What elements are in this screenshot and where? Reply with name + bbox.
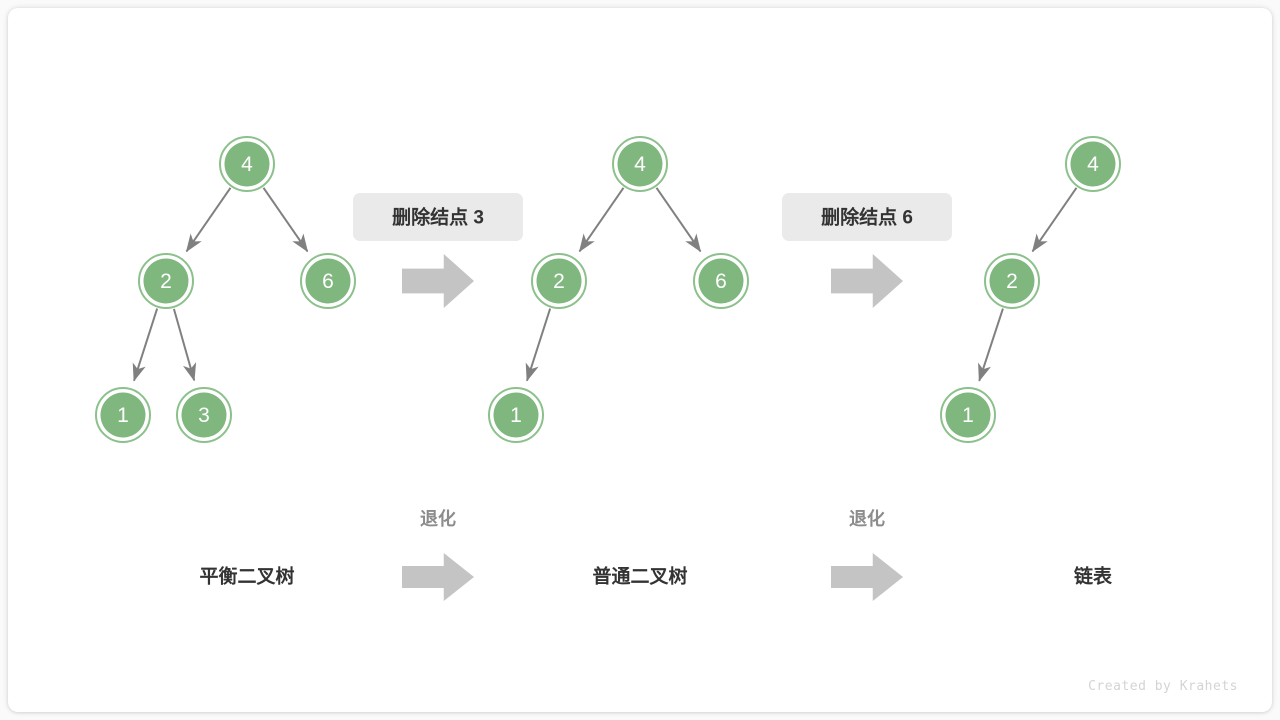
transition-block-arrow-icon [831, 254, 903, 308]
node-outer-ring [612, 136, 668, 192]
stage-label-linked-list: 链表 [1074, 565, 1113, 588]
node-value-label: 6 [715, 270, 727, 293]
tree-node[interactable]: 2 [138, 253, 194, 309]
tree-node[interactable]: 3 [176, 387, 232, 443]
tree-edge [978, 308, 1004, 382]
node-outer-ring [176, 387, 232, 443]
degradation-label: 退化 [849, 508, 885, 529]
stage-label-ordinary-binary-tree: 普通二叉树 [592, 565, 687, 588]
node-outer-ring [95, 387, 151, 443]
tree-edges-layer [132, 187, 1078, 382]
node-outer-ring [300, 253, 356, 309]
watermark-label: Created by Krahets [1088, 679, 1238, 694]
node-value-label: 3 [198, 404, 210, 427]
node-circle [224, 141, 270, 187]
node-value-label: 4 [1087, 153, 1099, 176]
node-value-label: 6 [322, 270, 334, 293]
node-circle [1070, 141, 1116, 187]
node-value-label: 2 [553, 270, 565, 293]
diagram-card [8, 8, 1272, 712]
tree-edge [172, 308, 197, 382]
operation-badge [782, 193, 952, 241]
stage-label-balanced-binary-tree: 平衡二叉树 [199, 565, 294, 588]
node-outer-ring [693, 253, 749, 309]
degradation-block-arrow-icon [402, 553, 474, 601]
node-circle [617, 141, 663, 187]
tree-node[interactable]: 2 [531, 253, 587, 309]
node-value-label: 2 [1006, 270, 1018, 293]
degradation-block-arrow-icon [831, 553, 903, 601]
tree-node[interactable]: 4 [1065, 136, 1121, 192]
node-circle [945, 392, 991, 438]
node-value-label: 4 [634, 153, 646, 176]
node-value-label: 1 [510, 404, 522, 427]
operation-badge-label: 删除结点 6 [821, 206, 913, 229]
tree-edge [525, 308, 552, 382]
node-outer-ring [984, 253, 1040, 309]
node-outer-ring [531, 253, 587, 309]
node-circle [305, 258, 351, 304]
node-value-label: 1 [117, 404, 129, 427]
node-outer-ring [138, 253, 194, 309]
tree-edge [185, 187, 232, 253]
node-value-label: 2 [160, 270, 172, 293]
degradation-label: 退化 [420, 508, 456, 529]
tree-node[interactable]: 1 [95, 387, 151, 443]
tree-edge [1031, 187, 1078, 253]
node-outer-ring [488, 387, 544, 443]
degradations-layer: 退化 退化 [402, 508, 903, 601]
node-outer-ring [219, 136, 275, 192]
tree-edge [578, 187, 625, 253]
operation-badge [353, 193, 523, 241]
node-circle [100, 392, 146, 438]
tree-node[interactable]: 1 [488, 387, 544, 443]
operation-badge-label: 删除结点 3 [392, 206, 484, 229]
node-outer-ring [1065, 136, 1121, 192]
node-circle [989, 258, 1035, 304]
tree-edge [132, 308, 159, 382]
node-circle [536, 258, 582, 304]
node-circle [143, 258, 189, 304]
node-circle [493, 392, 539, 438]
tree-edge [655, 187, 702, 253]
tree-node[interactable]: 6 [693, 253, 749, 309]
node-value-label: 1 [962, 404, 974, 427]
tree-nodes-layer: 4 2 6 1 3 4 2 6 1 4 2 1 [95, 136, 1121, 443]
tree-node[interactable]: 1 [940, 387, 996, 443]
stage-labels-layer: 平衡二叉树 普通二叉树 链表 [199, 565, 1113, 588]
operations-layer: 删除结点 3 删除结点 6 [353, 193, 952, 308]
tree-edge [262, 187, 309, 253]
tree-node[interactable]: 4 [219, 136, 275, 192]
node-outer-ring [940, 387, 996, 443]
tree-node[interactable]: 2 [984, 253, 1040, 309]
node-circle [181, 392, 227, 438]
tree-node[interactable]: 6 [300, 253, 356, 309]
tree-node[interactable]: 4 [612, 136, 668, 192]
node-circle [698, 258, 744, 304]
transition-block-arrow-icon [402, 254, 474, 308]
node-value-label: 4 [241, 153, 253, 176]
